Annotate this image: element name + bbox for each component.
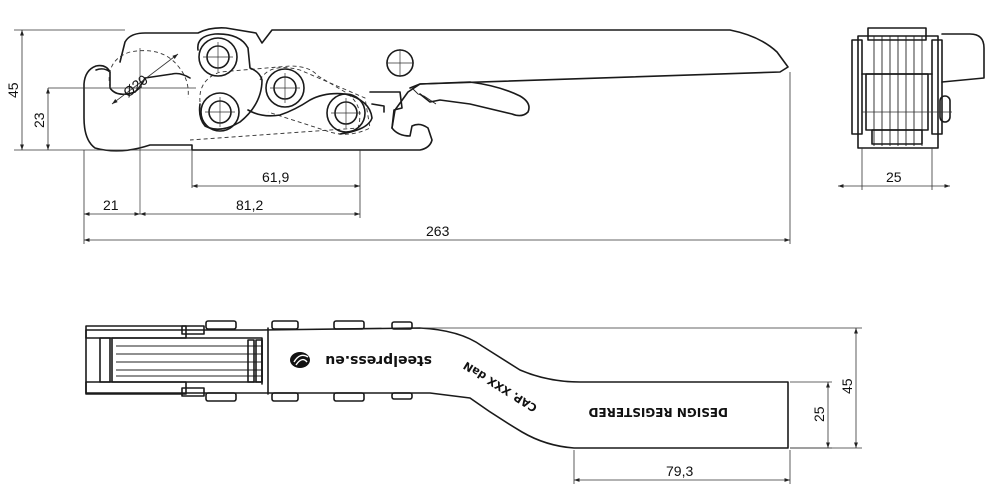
pin-cap (333, 320, 365, 330)
dim-overall-width: 45 (839, 378, 855, 394)
hook-inner (95, 68, 111, 73)
top-handle-outline (85, 327, 789, 449)
steelpress-logo (290, 352, 310, 368)
pin-cap (391, 321, 413, 330)
engraving-website: steelpress.eu (325, 352, 432, 368)
dim-handle-length: 79,3 (666, 463, 693, 479)
dim-handle-width: 25 (811, 406, 827, 422)
engraving-design: DESIGN REGISTERED (588, 405, 728, 419)
pin-right (326, 93, 366, 133)
lower-jaw (369, 91, 403, 129)
pin-cap (391, 392, 413, 400)
latch-lever (409, 81, 530, 117)
dim-slot-length: 61,9 (262, 169, 289, 185)
dim-overall-height: 45 (5, 82, 21, 98)
pin-cap (271, 392, 299, 402)
dim-overall-length: 263 (426, 223, 450, 239)
body-outline (83, 27, 789, 152)
end-view: 25 (838, 27, 985, 190)
center-link (197, 33, 263, 130)
dim-hole-diameter: Ø20 (120, 71, 151, 100)
side-view: Ø20 45 23 61,9 21 81,2 263 (5, 27, 791, 244)
dim-hook-span: 81,2 (236, 197, 263, 213)
pin-bottom (200, 92, 240, 132)
dim-hook-height: 23 (31, 112, 47, 128)
pivot-arm (247, 92, 373, 135)
pin-cap (205, 392, 237, 402)
pin-middle (265, 68, 305, 108)
link-plate-dashed (189, 65, 361, 141)
pin-cap (333, 392, 365, 402)
dia-leader (111, 53, 179, 105)
pin-cap (271, 320, 299, 330)
latch-spring (411, 87, 437, 105)
dim-end-width: 25 (886, 169, 902, 185)
dim-hook-offset: 21 (103, 197, 119, 213)
pin-cap (205, 320, 237, 330)
top-view: steelpress.eu CAP. XXX daN DESIGN REGIST… (85, 320, 862, 484)
engraving-capacity: CAP. XXX daN (461, 359, 539, 415)
link-plate-dashed-2 (259, 67, 371, 135)
pin-handle (386, 49, 414, 77)
pin-top (198, 37, 238, 77)
